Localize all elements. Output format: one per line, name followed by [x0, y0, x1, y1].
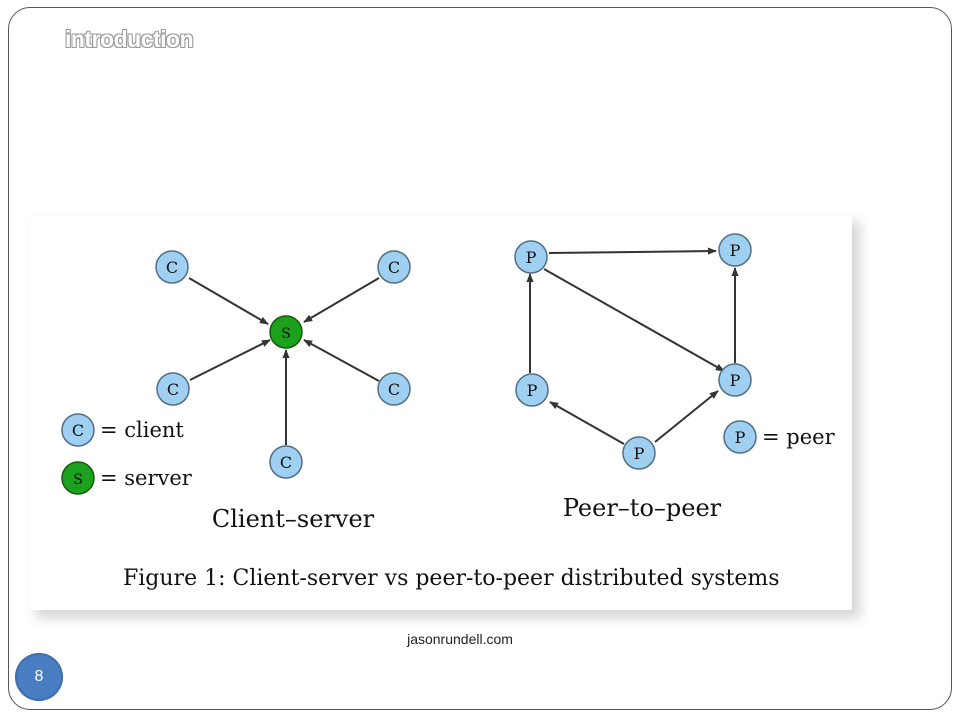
- peer-node: P: [718, 233, 752, 267]
- image-credit: jasonrundell.com: [407, 631, 513, 647]
- edge-client-top-left-to-server: [188, 277, 269, 325]
- client-node: C: [156, 372, 190, 406]
- edge-peer-bottom-to-mid-right: [654, 390, 719, 443]
- svg-text:P: P: [527, 381, 538, 400]
- svg-text:S: S: [73, 472, 83, 488]
- peer-node: P: [622, 436, 656, 470]
- client-node: C: [155, 250, 189, 284]
- svg-text:C: C: [388, 380, 400, 399]
- svg-text:C: C: [72, 421, 84, 440]
- figure-panel: C C S C C C: [30, 216, 852, 610]
- client-node: C: [377, 372, 411, 406]
- peer-node: P: [514, 240, 548, 274]
- legend-client: C = client: [61, 413, 184, 447]
- svg-text:C: C: [388, 258, 400, 277]
- peer-nodes: P P P P P: [514, 233, 752, 470]
- slide-title: introduction: [65, 26, 194, 52]
- svg-text:= peer: = peer: [762, 425, 836, 449]
- client-server-heading: Client–server: [212, 505, 375, 533]
- edge-peer-top-left-to-mid-right: [543, 268, 725, 372]
- network-diagram: C C S C C C: [61, 233, 836, 591]
- client-node: C: [269, 445, 303, 479]
- edge-client-mid-right-to-server: [303, 339, 380, 382]
- svg-text:P: P: [730, 241, 741, 260]
- svg-text:C: C: [167, 380, 179, 399]
- svg-text:P: P: [735, 428, 746, 447]
- legend-server: S = server: [61, 461, 193, 495]
- page-number-badge: 8: [15, 653, 63, 701]
- server-node: S: [269, 315, 303, 349]
- figure-caption: Figure 1: Client-server vs peer-to-peer …: [123, 566, 780, 591]
- client-server-edges: [188, 277, 380, 445]
- svg-text:S: S: [281, 326, 291, 342]
- svg-text:C: C: [280, 453, 292, 472]
- edge-client-mid-left-to-server: [189, 339, 271, 381]
- svg-text:= client: = client: [100, 418, 184, 442]
- svg-text:C: C: [166, 258, 178, 277]
- svg-text:P: P: [634, 444, 645, 463]
- svg-text:= server: = server: [100, 466, 193, 490]
- peer-node: P: [718, 363, 752, 397]
- legend-peer: P = peer: [723, 420, 836, 454]
- peer-to-peer-heading: Peer–to–peer: [563, 494, 722, 522]
- edge-peer-top-left-to-top-right: [548, 247, 717, 255]
- svg-text:P: P: [730, 371, 741, 390]
- slide-frame: [8, 7, 952, 710]
- peer-to-peer-edges: [526, 247, 739, 445]
- svg-text:P: P: [526, 248, 537, 267]
- edge-client-top-right-to-server: [303, 277, 380, 323]
- edge-peer-bottom-to-mid-left: [549, 401, 625, 445]
- client-node: C: [377, 250, 411, 284]
- peer-node: P: [515, 373, 549, 407]
- client-server-nodes: C C S C C C: [155, 250, 411, 479]
